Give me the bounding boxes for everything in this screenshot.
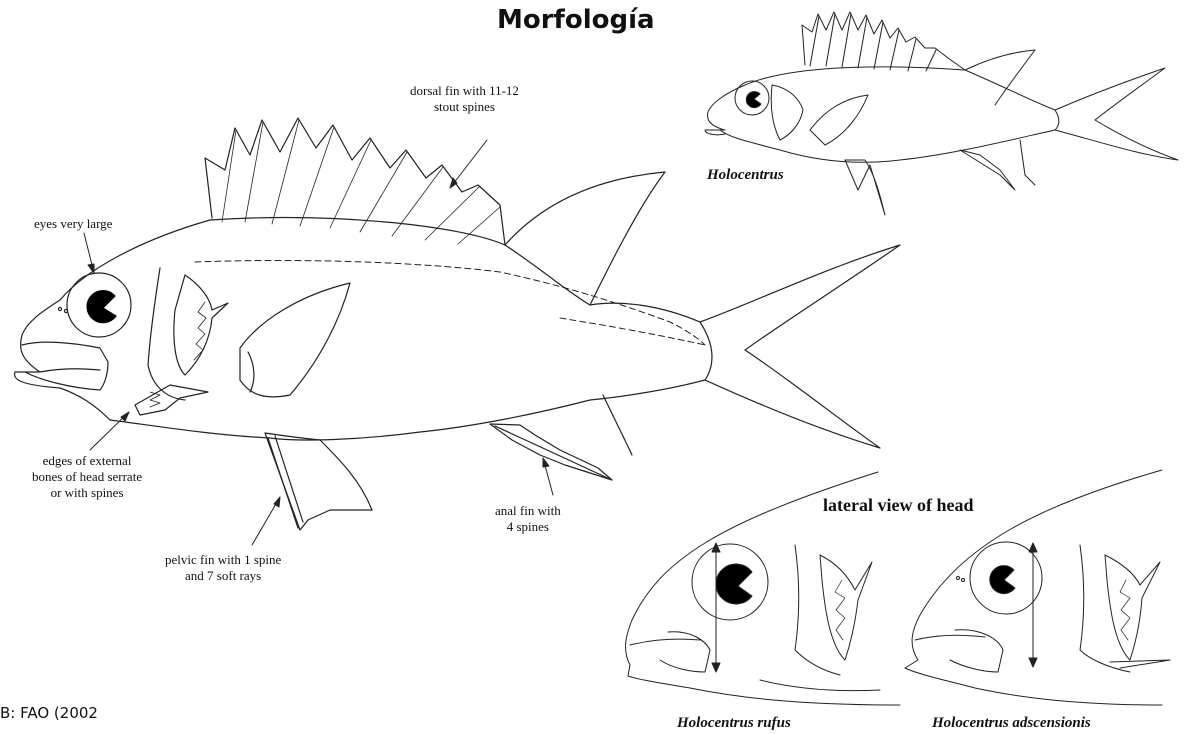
main-spiny-dorsal-fin: [205, 118, 505, 245]
main-body-outline: [60, 218, 712, 440]
dorsal-fin-label-line1: dorsal fin with 11-12: [410, 83, 519, 99]
anal-fin-label-line1: anal fin with: [495, 503, 561, 519]
edges-label-line2: bones of head serrate: [32, 469, 142, 485]
adscensionis-caption: Holocentrus adscensionis: [932, 715, 1091, 732]
main-pectoral-fin: [240, 283, 350, 397]
genus-caption: Holocentrus: [707, 167, 784, 184]
edges-label: edges of external bones of head serrate …: [32, 453, 142, 501]
main-pupil: [87, 291, 116, 323]
head-section-title: lateral view of head: [823, 495, 973, 516]
anal-fin-label: anal fin with 4 spines: [495, 503, 561, 535]
edges-label-line3: or with spines: [32, 485, 142, 501]
main-pelvic-fin: [265, 433, 372, 530]
dorsal-fin-label: dorsal fin with 11-12 stout spines: [410, 83, 519, 115]
genus-fish-illustration: [705, 12, 1178, 215]
pelvic-fin-label: pelvic fin with 1 spine and 7 soft rays: [165, 552, 281, 584]
main-leader-lines: [84, 140, 553, 545]
source-note: B: FAO (2002: [0, 704, 98, 722]
main-caudal-fin: [700, 245, 900, 448]
main-soft-dorsal-fin: [505, 172, 665, 305]
eyes-label-line1: eyes very large: [34, 216, 112, 232]
eyes-label: eyes very large: [34, 216, 112, 232]
anal-fin-label-line2: 4 spines: [495, 519, 561, 535]
dorsal-fin-label-line2: stout spines: [410, 99, 519, 115]
edges-label-line1: edges of external: [32, 453, 142, 469]
pelvic-fin-label-line1: pelvic fin with 1 spine: [165, 552, 281, 568]
rufus-caption: Holocentrus rufus: [677, 715, 791, 732]
pelvic-fin-label-line2: and 7 soft rays: [165, 568, 281, 584]
